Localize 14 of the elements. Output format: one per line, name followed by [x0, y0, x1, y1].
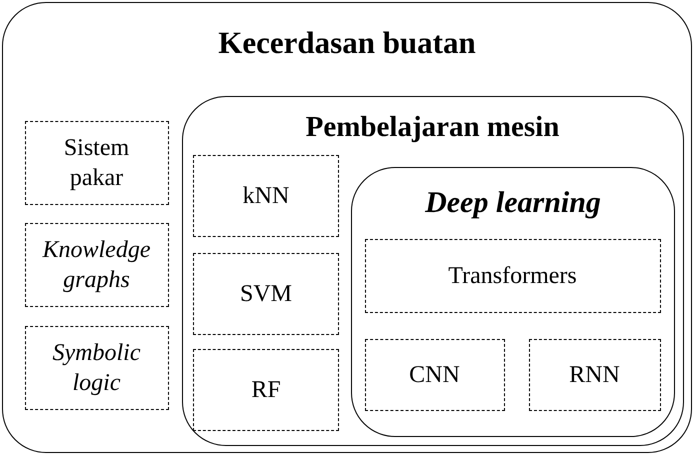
method-box: CNN — [364, 338, 504, 410]
region-title: Pembelajaran mesin — [304, 110, 560, 144]
method-box: SVM — [193, 253, 339, 335]
nested-region — [182, 96, 684, 446]
method-box: RNN — [528, 338, 660, 410]
nested-region — [351, 167, 675, 437]
method-box: kNN — [193, 155, 339, 237]
method-box: Transformers — [364, 238, 660, 312]
region-title: Deep learning — [424, 186, 602, 220]
method-box: Sistem pakar — [24, 120, 168, 204]
method-box: Knowledge graphs — [24, 222, 168, 306]
method-box: RF — [193, 349, 339, 431]
region-title: Kecerdasan buatan — [217, 25, 477, 61]
method-box: Symbolic logic — [24, 326, 168, 410]
